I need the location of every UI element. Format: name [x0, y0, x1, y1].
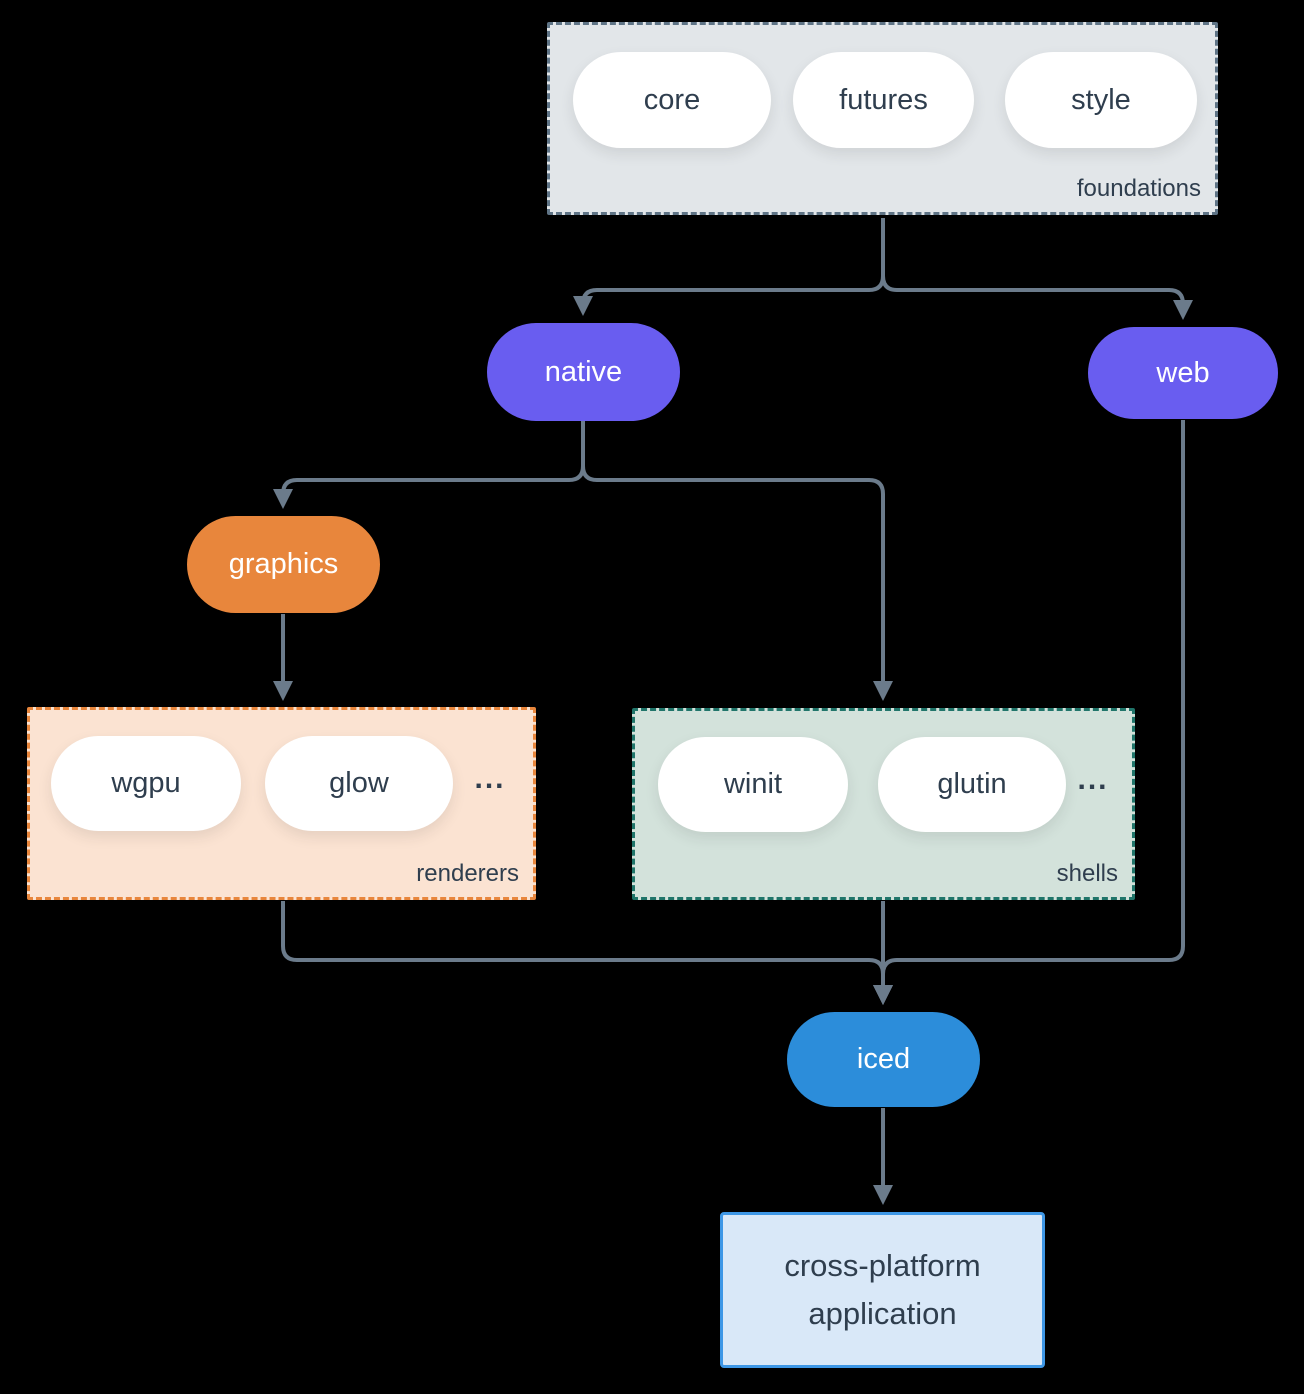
node-winit-label: winit [723, 768, 782, 800]
edge-foundations-web [881, 218, 1193, 320]
node-graphics-label: graphics [228, 548, 339, 580]
node-web-label: web [1156, 356, 1210, 389]
node-glow: glow [265, 736, 453, 831]
shells-ellipsis: ... [1077, 763, 1109, 796]
node-glow-label: glow [329, 767, 389, 799]
node-graphics: graphics [187, 516, 380, 613]
shells-group: winit glutin ... shells [632, 708, 1135, 900]
edge-foundations-native [573, 218, 885, 316]
node-style: style [1005, 52, 1197, 148]
node-wgpu-label: wgpu [111, 767, 181, 799]
node-native: native [487, 323, 680, 421]
foundations-group: core futures style foundations [547, 22, 1218, 215]
shells-group-label: shells [1056, 860, 1118, 887]
node-native-label: native [544, 355, 623, 388]
node-iced-label: iced [856, 1043, 911, 1075]
renderers-group-label: renderers [416, 860, 519, 887]
foundations-group-label: foundations [1076, 175, 1201, 202]
application-label-line1: cross-platform [784, 1248, 981, 1283]
node-futures-label: futures [839, 83, 928, 116]
renderers-ellipsis: ... [474, 762, 506, 795]
node-core-label: core [643, 83, 701, 116]
node-iced: iced [787, 1012, 980, 1107]
edge-native-shells [581, 421, 893, 701]
node-glutin: glutin [878, 737, 1066, 832]
node-winit: winit [658, 737, 848, 832]
node-wgpu: wgpu [51, 736, 241, 831]
edge-renderers-iced [281, 901, 893, 1005]
node-application: cross-platform application [720, 1212, 1045, 1368]
node-core: core [573, 52, 771, 148]
application-label-line2: application [808, 1296, 957, 1331]
edge-native-graphics [273, 421, 585, 509]
node-web: web [1088, 327, 1278, 419]
node-glutin-label: glutin [937, 768, 1007, 800]
node-futures: futures [793, 52, 974, 148]
node-style-label: style [1071, 83, 1131, 116]
renderers-group: wgpu glow ... renderers [27, 707, 536, 900]
